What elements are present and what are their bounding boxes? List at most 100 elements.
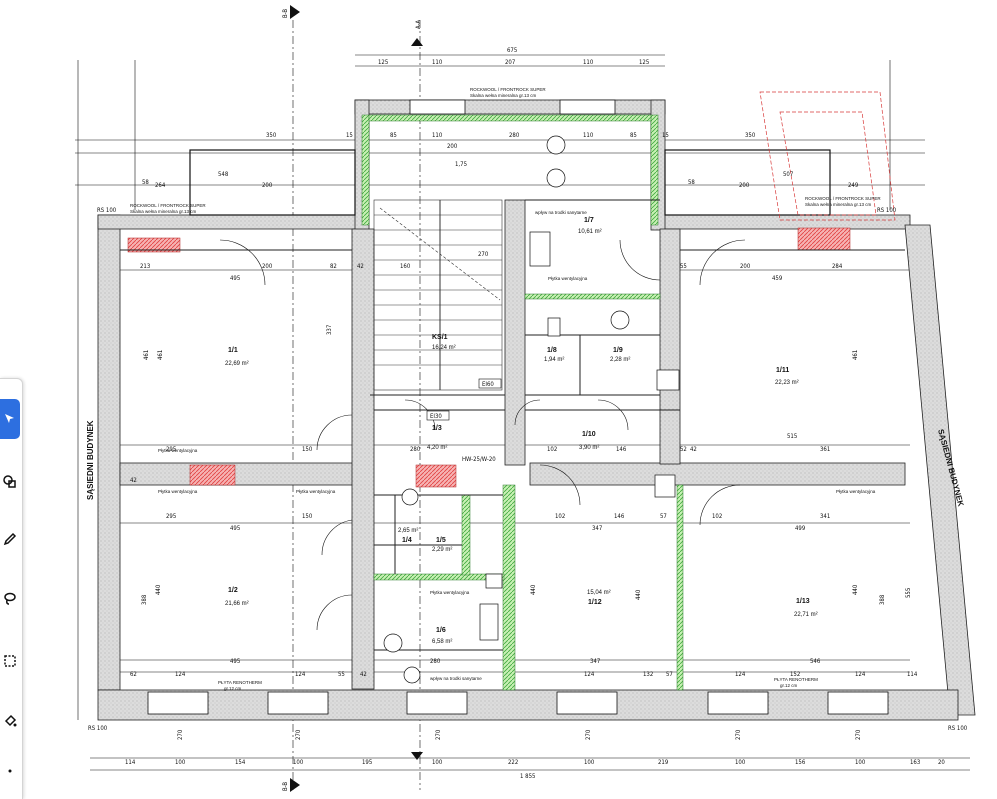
interior-walls [120,199,905,651]
svg-text:195: 195 [362,759,372,766]
drawing-toolbar [0,378,23,799]
fire-walls [127,227,851,488]
section-label-bb-bottom: B-B [282,782,289,791]
more-dot-icon[interactable] [0,751,20,791]
svg-text:124: 124 [175,671,186,678]
top-dimension-lines [75,54,970,771]
svg-text:62: 62 [130,671,137,678]
svg-text:213: 213 [140,263,150,270]
svg-text:495: 495 [230,275,240,282]
svg-text:270: 270 [177,729,184,740]
room-id-ks-1: KS/1 [432,334,448,341]
tag-rs100-bl: RS 100 [88,725,108,732]
select-tool-icon[interactable] [0,399,20,439]
svg-text:270: 270 [295,729,302,740]
svg-text:124: 124 [735,671,746,678]
top-windows [409,99,616,115]
svg-text:132: 132 [643,671,653,678]
svg-text:499: 499 [795,525,806,532]
tile-note-5: Płytka wentylacyjna [430,590,470,595]
insulation-walls [361,114,684,691]
svg-text:163: 163 [910,759,920,766]
section-axes [292,20,421,790]
dimension-texts: 675 125 110 207 110 125 350 15 85 110 28… [125,47,945,780]
tag-rs100-tr: RS 100 [877,207,897,214]
room-area-1-8: 1,94 m² [544,357,564,363]
svg-text:350: 350 [745,132,756,139]
section-marker-bottom-bb [290,778,300,792]
svg-text:270: 270 [435,729,442,740]
svg-text:347: 347 [592,525,602,532]
tile-note-2: Płytka wentylacyjna [158,489,198,494]
svg-text:280: 280 [410,446,421,453]
svg-text:102: 102 [712,513,722,520]
tile-note-3: Płytka wentylacyjna [296,489,336,494]
svg-text:1 855: 1 855 [520,773,535,780]
insulation-label-right: ROCKWOOL / FRONTROCK SUPER [805,196,881,201]
svg-text:100: 100 [432,759,443,766]
room-area-1-6: 6,58 m² [432,639,452,645]
svg-text:200: 200 [262,263,273,270]
svg-text:124: 124 [855,671,866,678]
room-labels: 1/1 22,69 m² 1/2 21,66 m² 1/3 4,20 m² 1/… [225,217,818,645]
svg-text:110: 110 [583,132,594,139]
svg-text:150: 150 [302,513,313,520]
svg-text:102: 102 [547,446,557,453]
balcony-outlines [189,149,831,216]
svg-text:125: 125 [378,59,388,66]
svg-text:15: 15 [662,132,669,139]
room-area-1-3: 4,20 m² [427,445,447,451]
room-id-1-12: 1/12 [588,599,602,606]
svg-text:20: 20 [938,759,945,766]
bottom-windows [147,691,889,715]
insulation-label-left: ROCKWOOL / FRONTROCK SUPER [130,203,206,208]
svg-text:58: 58 [142,179,149,186]
svg-text:57: 57 [666,671,673,678]
tag-ei30: EI30 [430,413,442,420]
tag-slope: 1,75 [455,161,467,168]
svg-text:507: 507 [783,171,793,178]
insulation-sub-right: Skalna wełna mineralna gr.13 cm [805,202,872,207]
svg-text:295: 295 [166,446,176,453]
svg-text:42: 42 [130,477,137,484]
svg-text:15: 15 [346,132,353,139]
svg-text:152: 152 [790,671,800,678]
tag-ei60: EI60 [482,381,494,388]
room-id-1-10: 1/10 [582,431,596,438]
door-swings [219,239,746,631]
svg-text:495: 495 [230,525,240,532]
svg-text:361: 361 [820,446,830,453]
svg-text:200: 200 [262,182,273,189]
tag-rs100-tl: RS 100 [97,207,117,214]
svg-text:100: 100 [175,759,186,766]
tile-note-6: Płytka wentylacyjna [836,489,876,494]
svg-text:295: 295 [166,513,176,520]
lasso-tool-icon[interactable] [0,579,20,619]
svg-text:200: 200 [447,143,458,150]
svg-text:515: 515 [787,433,797,440]
svg-text:42: 42 [357,263,364,270]
crop-tool-icon[interactable] [0,641,20,681]
neighbor-label-left: SĄSIEDNI BUDYNEK [86,420,95,500]
svg-text:675: 675 [507,47,517,54]
svg-text:459: 459 [772,275,783,282]
svg-text:347: 347 [590,658,600,665]
svg-text:270: 270 [478,251,489,258]
tag-rs100-br: RS 100 [948,725,968,732]
svg-text:85: 85 [390,132,397,139]
sill-note-1: wpływ na trodki sanytarne [535,210,587,215]
plate-label-right: PŁYTA RENOTHERM [774,677,818,682]
tags: EI60 EI30 HW-25/W-20 1,75 RS 100 RS 100 … [88,161,968,732]
pen-tool-icon[interactable] [0,519,20,559]
shape-tool-icon[interactable] [0,461,20,501]
svg-text:154: 154 [235,759,246,766]
room-id-1-4: 1/4 [402,537,412,544]
svg-text:548: 548 [218,171,229,178]
room-id-1-2: 1/2 [228,587,238,594]
svg-text:55: 55 [338,671,345,678]
fill-tool-icon[interactable] [0,701,20,741]
svg-text:42: 42 [360,671,367,678]
room-area-1-9: 2,28 m² [610,357,630,363]
room-area-1-13: 22,71 m² [794,612,818,618]
